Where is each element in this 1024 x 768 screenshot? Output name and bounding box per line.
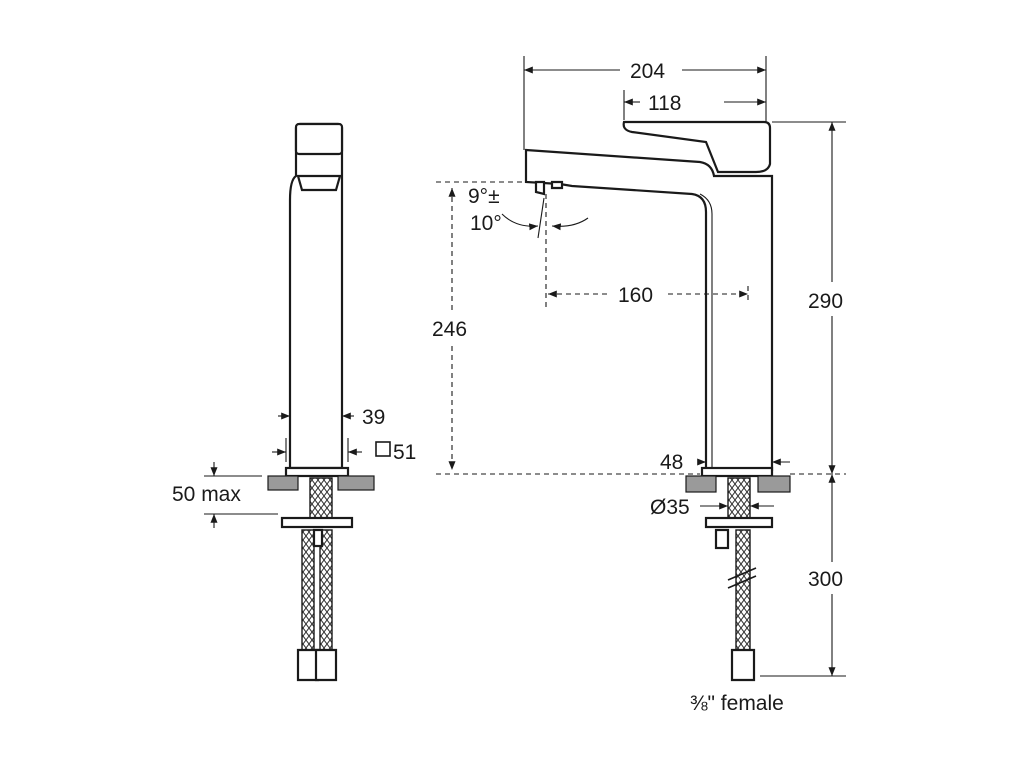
front-view: 204 118 9°± 10° 160 246 48 Ø35 <box>432 56 846 715</box>
side-view-countertop-left <box>267 475 299 491</box>
side-view-base <box>284 466 350 478</box>
dim-overall-height: 290 <box>808 290 843 313</box>
side-view-lever <box>294 122 344 156</box>
front-view-countertop-left <box>685 475 717 493</box>
front-view-lever <box>622 120 772 174</box>
dim-base-height: 48 <box>660 451 683 474</box>
dim-mount-thickness: 50 max <box>172 483 241 506</box>
side-view-threaded-rod <box>309 477 333 519</box>
dim-spray-angle-2: 10° <box>470 212 502 235</box>
front-view-backnut-plate <box>704 516 774 529</box>
side-view-backnut-plate <box>280 516 354 529</box>
dim-base-square: 51 <box>393 441 416 464</box>
front-view-hose <box>735 529 751 651</box>
front-view-hose-nut <box>730 648 756 682</box>
dim-spray-angle-1: 9°± <box>468 185 500 208</box>
dim-hose-length: 300 <box>808 568 843 591</box>
front-view-aerator <box>550 180 564 190</box>
front-view-stud <box>714 528 730 550</box>
side-view-hose-nut-right <box>314 648 338 682</box>
side-view-hose-left <box>301 529 315 651</box>
front-view-body-edge <box>699 193 713 470</box>
front-view-threaded-rod <box>727 477 751 519</box>
side-view-aerator <box>296 174 342 192</box>
side-view-hose-right <box>319 529 333 651</box>
label-connection: ⅜" female <box>690 692 784 715</box>
dim-spout-height: 246 <box>432 318 467 341</box>
front-view-base <box>700 466 774 478</box>
dim-side-width: 39 <box>362 406 385 429</box>
side-view-countertop-right <box>337 475 375 491</box>
side-view: 39 51 50 max <box>172 122 416 682</box>
side-view-stud <box>312 528 324 548</box>
front-view-countertop-right <box>757 475 791 493</box>
front-view-body <box>524 148 774 472</box>
front-view-outlet <box>534 180 546 196</box>
dim-hole-diameter: Ø35 <box>650 496 690 519</box>
dim-overall-reach: 204 <box>630 60 665 83</box>
dim-lever-length: 118 <box>648 92 681 115</box>
square-symbol-icon <box>375 441 391 457</box>
dim-spout-reach: 160 <box>618 284 653 307</box>
